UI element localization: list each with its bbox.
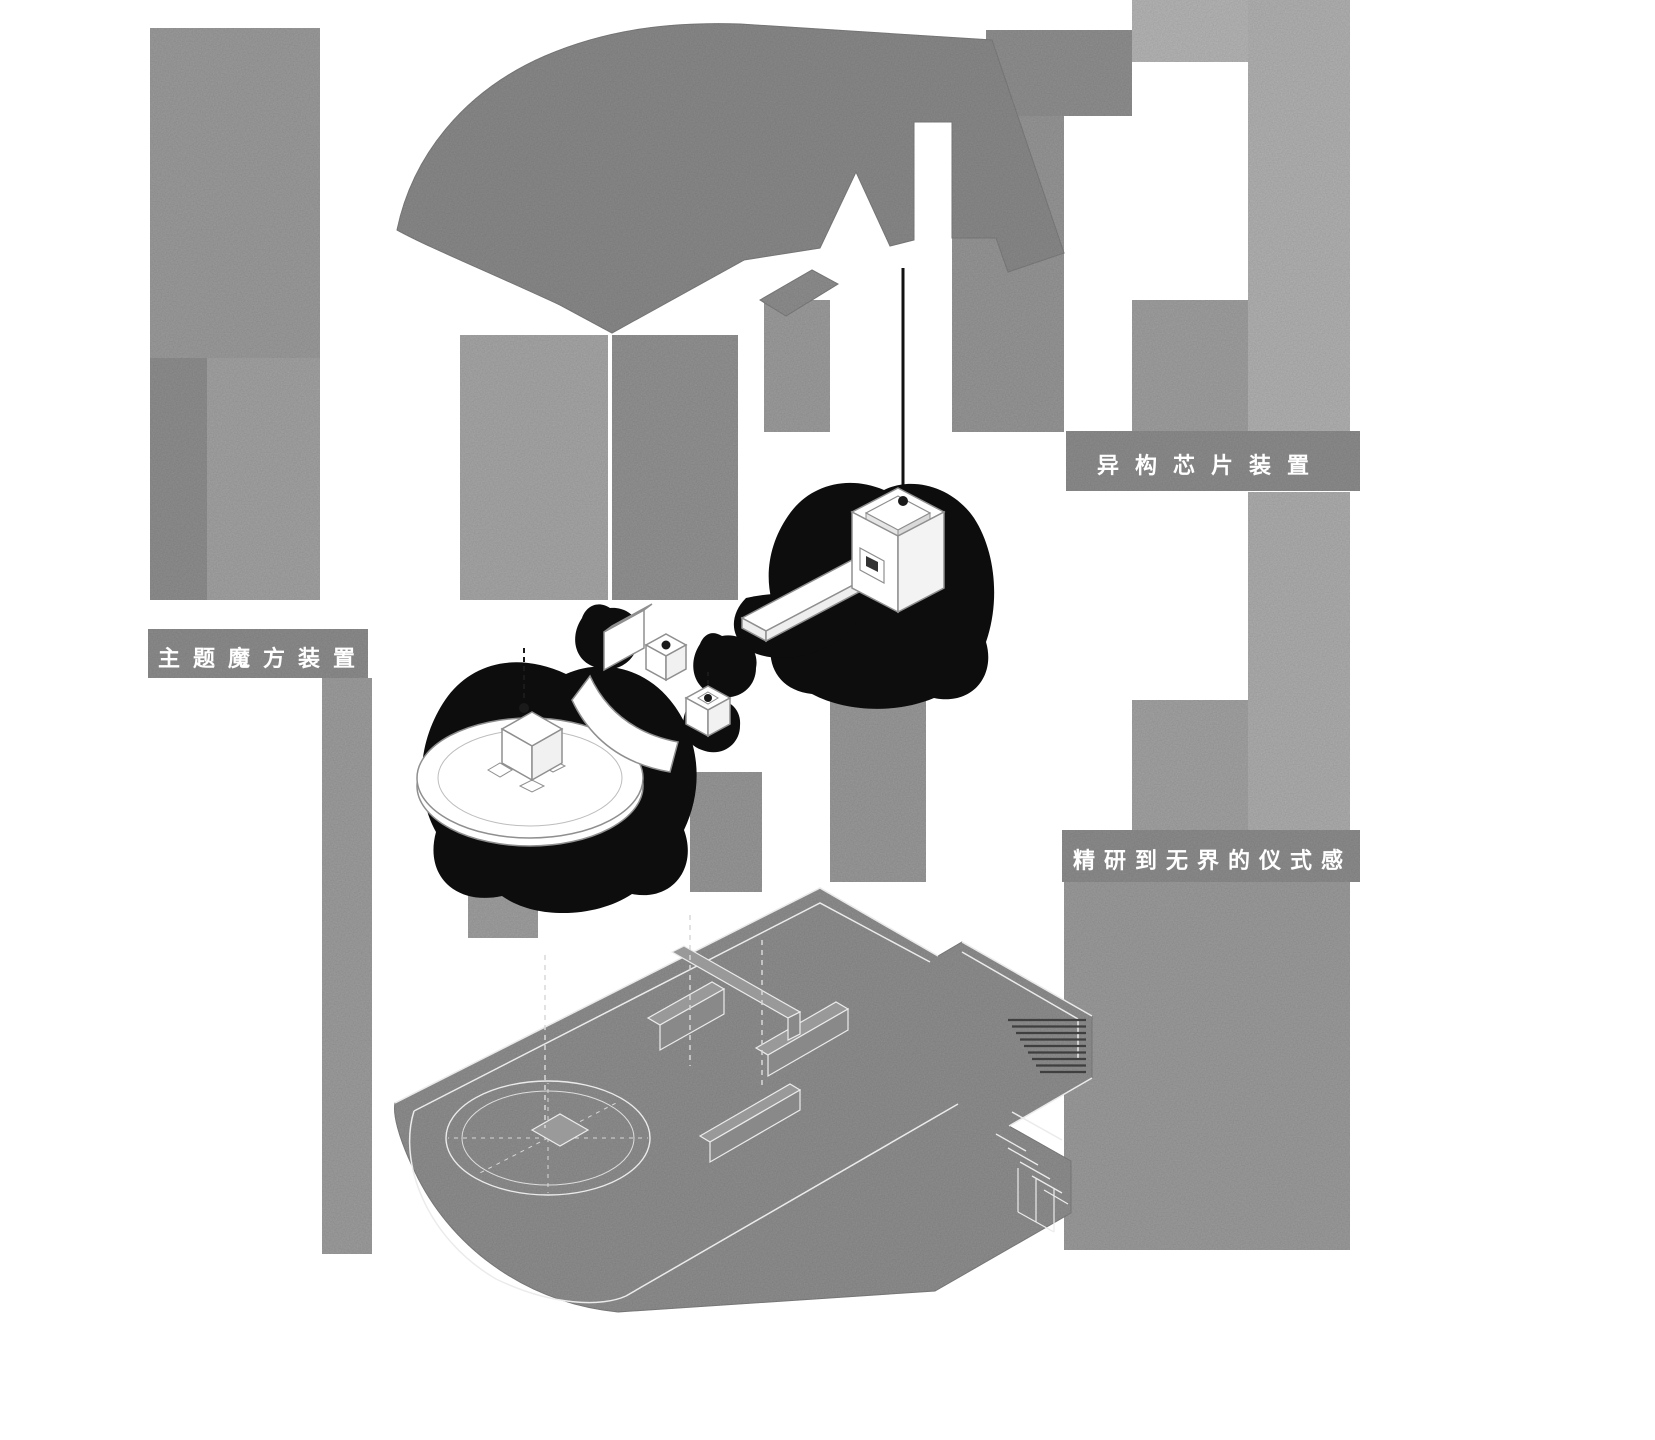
shadow-wall-2 [693, 633, 757, 698]
bg-block [1132, 700, 1248, 830]
floor-plan-small-room [1017, 1168, 1055, 1233]
cube-right-face [531, 727, 563, 782]
chip-device [740, 487, 946, 643]
floor-plan-circular-pit [445, 1080, 651, 1196]
bg-block [460, 335, 608, 600]
chip-box-panel-inset [866, 556, 878, 572]
label-ritual-caption: 精研到无界的仪式感 [1073, 849, 1353, 874]
mini-cube-inset [697, 691, 719, 705]
background-blocks [150, 0, 1350, 1254]
cube-drop-dot [519, 703, 529, 713]
wall-panel-top [603, 603, 653, 633]
floor-plan [394, 887, 1093, 1313]
disc-pad [518, 779, 546, 793]
label-bands [148, 431, 1360, 882]
label-band-cube [148, 629, 368, 678]
label-band-chip [1066, 431, 1360, 491]
bg-block [690, 772, 762, 892]
cube-device [416, 648, 644, 847]
label-band-ritual [1062, 830, 1360, 882]
hatch-stripes [1008, 1018, 1086, 1074]
bg-block [1064, 882, 1350, 1250]
bg-block [1132, 300, 1248, 432]
bg-block [1248, 0, 1350, 432]
mini-cube-right [665, 643, 687, 682]
bg-block [612, 335, 738, 600]
mini-cube-dot [661, 640, 671, 650]
mini-cube-right [707, 696, 731, 738]
mini-cube-dot [704, 694, 712, 702]
bg-block [1132, 0, 1250, 62]
chip-box-right-face [897, 510, 945, 614]
curved-wall-device [571, 603, 732, 773]
chip-drop-dot [898, 496, 908, 506]
bg-block [764, 300, 830, 432]
bg-block [1248, 492, 1350, 840]
curved-wall-band [571, 674, 679, 773]
ceiling-slab [396, 23, 1065, 334]
bg-block [150, 28, 320, 358]
bg-block [207, 358, 320, 600]
label-cube-device: 主题魔方装置 [158, 647, 369, 672]
floor-plan-partitions [646, 945, 850, 1164]
bg-block [322, 678, 372, 1254]
ceiling-slab-shape [396, 23, 1065, 334]
disc-pad [487, 762, 513, 778]
bg-block [150, 358, 207, 600]
floor-plan-stairs [995, 1133, 1069, 1205]
bg-block [830, 692, 926, 882]
label-chip-device: 异构芯片装置 [1097, 454, 1326, 479]
floor-plan-wall-lines [394, 887, 1093, 1304]
ceiling-slab-fragment [759, 269, 840, 317]
projection-dashes [544, 915, 763, 1128]
floor-plan-mass [394, 887, 1093, 1313]
